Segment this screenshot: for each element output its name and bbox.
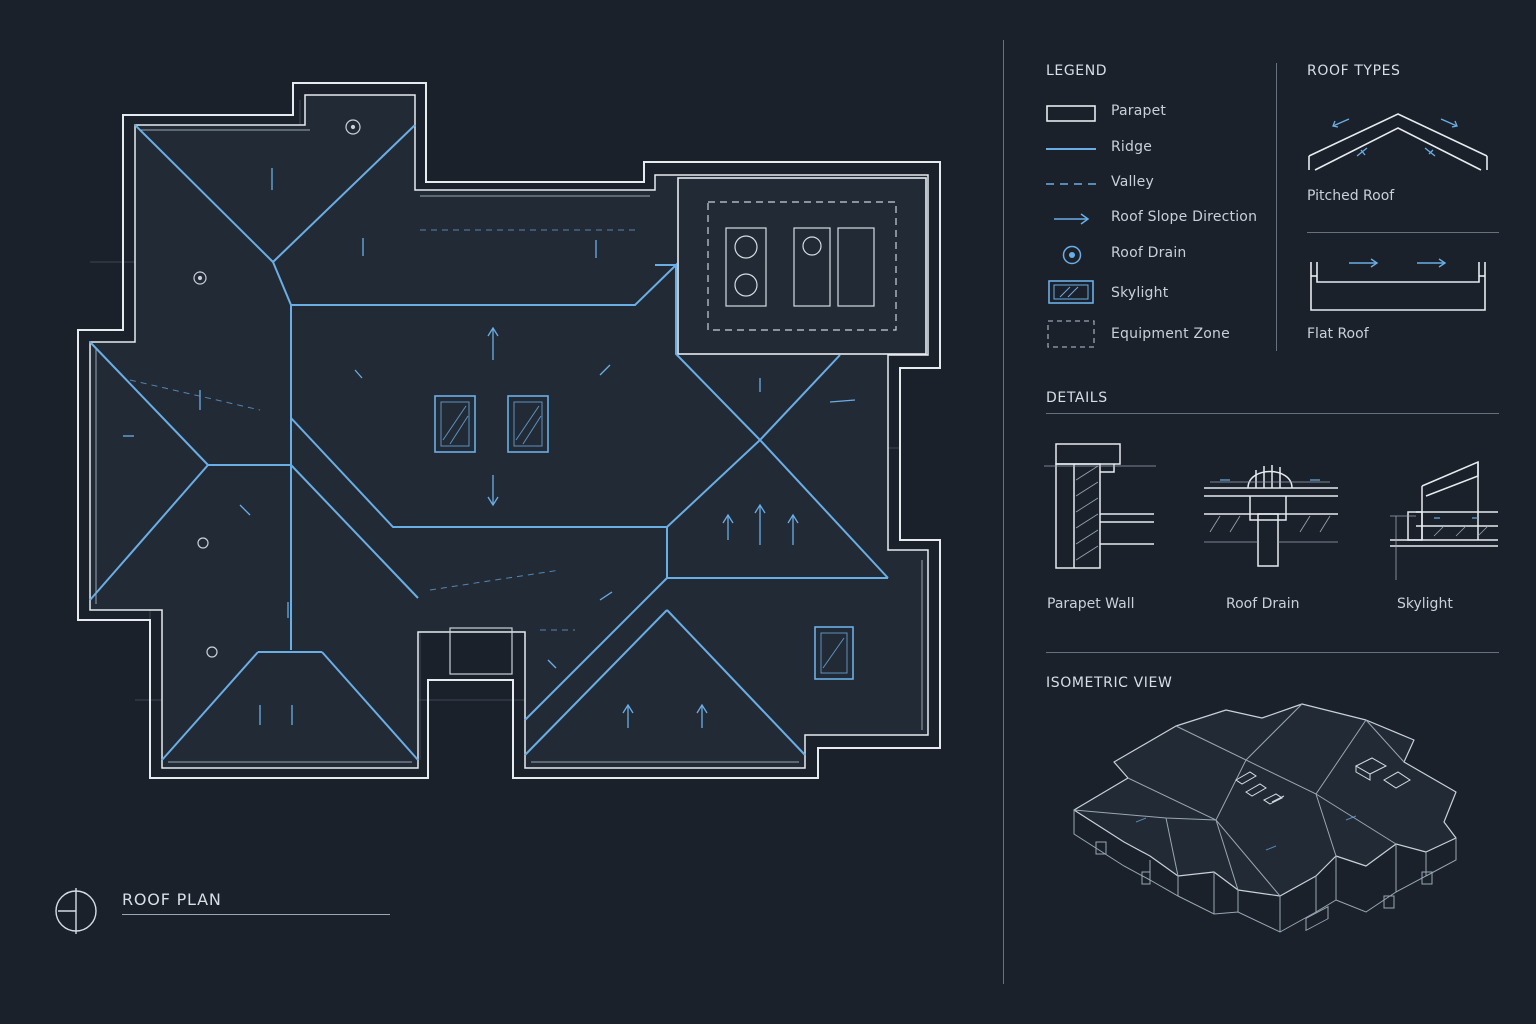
drain-icon: [1062, 245, 1082, 265]
connector-box: [449, 627, 513, 675]
legend-divider: [1276, 63, 1277, 351]
legend-label: Valley: [1111, 174, 1154, 190]
roof-types-separator: [1307, 232, 1499, 233]
roof-plan-drawing: [77, 82, 941, 779]
legend-item-valley: Valley: [1046, 174, 1266, 194]
parapet-wall-detail: [1044, 443, 1156, 569]
parapet-symbol: [1046, 105, 1096, 122]
valley-line: [1046, 183, 1096, 185]
flat-roof-caption: Flat Roof: [1307, 326, 1369, 342]
legend-item-equipment: Equipment Zone: [1046, 320, 1266, 350]
legend-item-ridge: Ridge: [1046, 139, 1266, 159]
parapet-outline-outer: [77, 82, 941, 779]
valley-lines: [129, 229, 640, 631]
panel-divider: [1003, 40, 1004, 984]
plan-title: ROOF PLAN: [122, 890, 222, 909]
roof-drain-detail: [1204, 465, 1338, 567]
legend-label: Parapet: [1111, 103, 1167, 119]
ridge-lines: [89, 124, 889, 761]
roof-types-heading: ROOF TYPES: [1307, 63, 1401, 79]
skylight-icon: [1048, 280, 1094, 304]
detail-caption-parapet: Parapet Wall: [1047, 596, 1135, 612]
hvac-units: [725, 227, 875, 307]
isometric-view-drawing: [1073, 703, 1457, 933]
north-arrow-icon: [55, 888, 97, 934]
detail-caption-skylight: Skylight: [1397, 596, 1453, 612]
ridge-line: [1046, 148, 1096, 150]
roof-area-fill: [90, 95, 928, 768]
slope-arrows: [123, 168, 856, 728]
legend-heading: LEGEND: [1046, 63, 1108, 79]
equipment-platform: [677, 177, 927, 355]
parapet-outline-third: [95, 129, 923, 763]
details-bottom-divider: [1046, 652, 1499, 653]
details-underline: [1046, 413, 1499, 414]
legend-label: Skylight: [1111, 285, 1169, 301]
legend-label: Ridge: [1111, 139, 1153, 155]
legend-item-slope: Roof Slope Direction: [1046, 209, 1266, 229]
pitched-roof-diagram: [1308, 113, 1488, 171]
details-heading: DETAILS: [1046, 390, 1108, 406]
legend-label: Equipment Zone: [1111, 326, 1230, 342]
flat-roof-diagram: [1310, 258, 1486, 311]
skylight-detail: [1390, 460, 1498, 580]
plan-title-underline: [122, 914, 390, 915]
arrow-right-icon: [1054, 213, 1090, 225]
equipment-zone-symbol: [1047, 320, 1095, 348]
legend-label: Roof Slope Direction: [1111, 209, 1258, 225]
legend-item-drain: Roof Drain: [1046, 245, 1266, 265]
detail-caption-drain: Roof Drain: [1226, 596, 1300, 612]
skylights: [434, 395, 854, 680]
equipment-zone: [707, 201, 897, 331]
legend-label: Roof Drain: [1111, 245, 1187, 261]
pitched-roof-caption: Pitched Roof: [1307, 188, 1395, 204]
roof-drains: [193, 119, 361, 658]
legend-item-skylight: Skylight: [1046, 280, 1266, 308]
isometric-heading: ISOMETRIC VIEW: [1046, 675, 1173, 691]
legend-item-parapet: Parapet: [1046, 103, 1266, 123]
parapet-outline-inner: [89, 94, 929, 769]
